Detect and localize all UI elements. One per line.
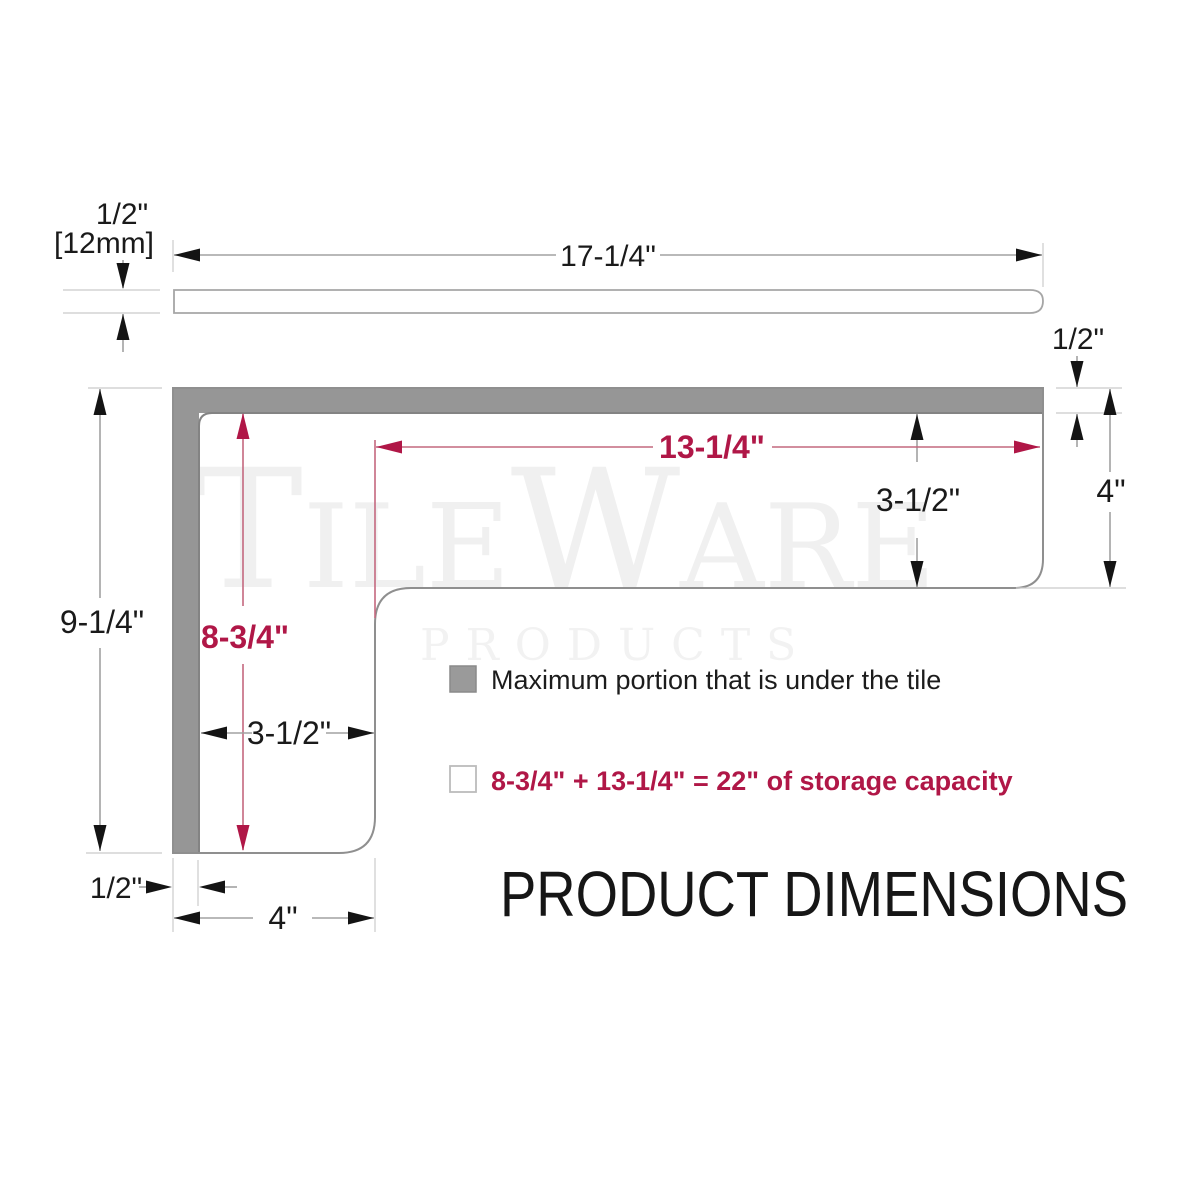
dim-profile-thickness-mm-label: [12mm] [54,227,154,260]
l-shape-fill [173,388,1043,853]
arrow-left-icon [174,911,200,925]
arrow-down-icon [116,263,130,289]
arrow-left-icon [199,880,225,894]
dim-left-height-label: 9-1/4" [60,604,144,640]
arrow-right-icon [1014,440,1040,454]
arrow-down-icon [1103,561,1117,587]
legend-swatch-white [449,765,477,793]
dim-right-inner-height-label: 3-1/2" [876,482,960,518]
arrow-up-icon [116,314,130,340]
dim-right-height-label: 4" [1096,473,1125,509]
arrow-up-icon [1070,414,1084,440]
tile-band-inner-edge [198,412,1043,853]
top-profile-outline [173,289,1044,314]
arrow-up-icon [236,413,250,439]
arrow-right-icon [348,911,374,925]
arrow-down-icon [93,825,107,851]
top-profile-fill [174,290,1043,313]
arrow-left-icon [376,440,402,454]
dim-right-thickness-label: 1/2" [1052,323,1104,356]
dim-bottom-width-label: 4" [268,900,297,936]
arrow-right-icon [1016,248,1042,262]
dim-niche-width-label: 3-1/2" [247,715,331,751]
dim-profile-length-label: 17-1/4" [560,240,656,273]
dim-bottom-thickness-label: 1/2" [90,872,142,905]
arrow-left-icon [201,726,227,740]
watermark-brand: TileWare [193,434,936,626]
arrow-right-icon [146,880,172,894]
arrow-left-icon [174,248,200,262]
arrow-up-icon [1103,389,1117,415]
legend-label-storage-capacity: 8-3/4" + 13-1/4" = 22" of storage capaci… [491,766,1013,796]
arrow-right-icon [348,726,374,740]
arrow-down-icon [1070,361,1084,387]
watermark-subbrand: PRODUCTS [420,620,812,671]
dim-shelf-width-label: 13-1/4" [659,429,765,465]
arrow-down-icon [236,825,250,851]
dim-left-inner-height-label: 8-3/4" [201,619,289,655]
legend-swatch-gray [449,665,477,693]
arrow-up-icon [93,389,107,415]
legend-label-under-tile: Maximum portion that is under the tile [491,665,941,695]
arrow-up-icon [910,414,924,440]
page-title: PRODUCT DIMENSIONS [500,858,1128,930]
dim-profile-thickness-label: 1/2" [96,198,148,231]
arrow-down-icon [910,561,924,587]
l-shape-outline [172,387,1044,854]
